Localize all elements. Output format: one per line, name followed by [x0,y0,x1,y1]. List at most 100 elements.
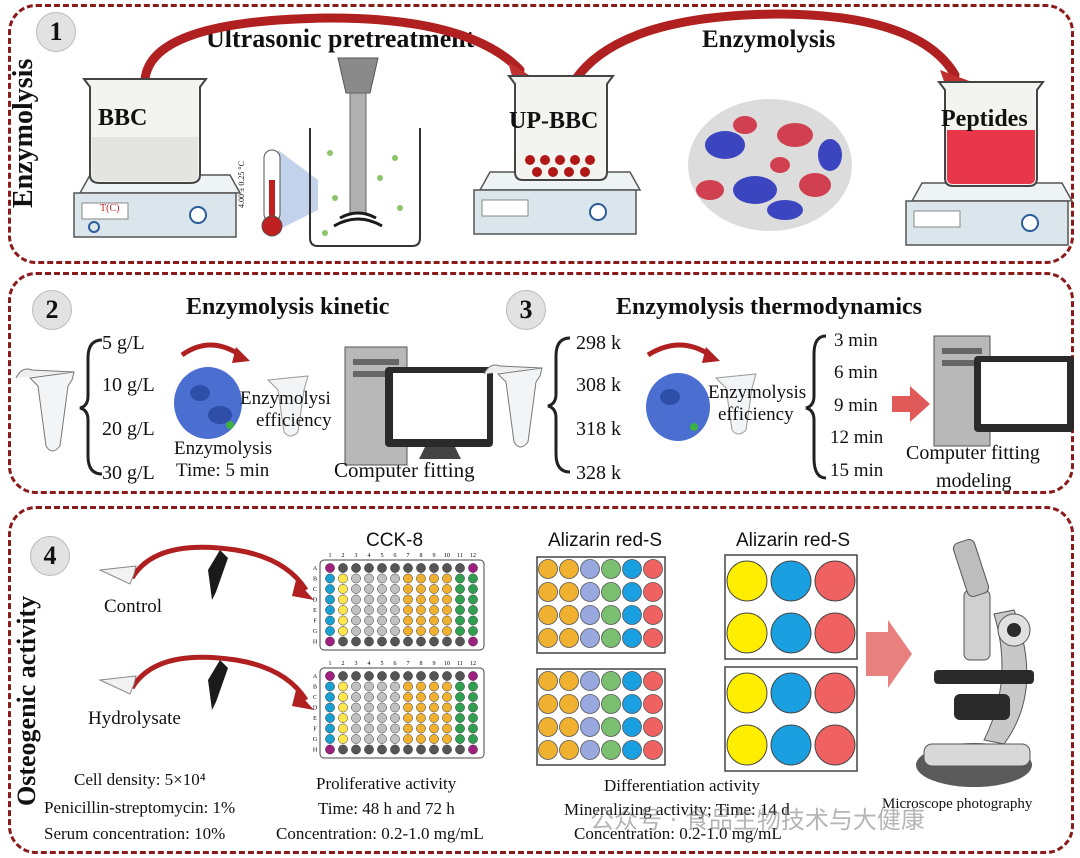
beaker-upbbc: UP-BBC [505,72,617,182]
conc-4: 30 g/L [102,462,155,484]
control-label: Control [104,596,163,617]
plate-well [364,584,374,594]
plate-well [351,702,361,713]
plate-well [403,681,413,692]
plate-well [429,734,439,744]
plate-well [429,605,439,615]
alizarin-well [559,740,579,760]
plate-well [377,671,387,681]
hydrolysate-label: Hydrolysate [88,708,181,729]
plate-well [468,723,478,734]
plate-well [351,563,361,573]
plate-well [364,734,374,744]
brace-times [805,334,827,480]
plate-well [455,723,465,734]
alizarin-well [601,717,621,737]
beaker-bbc: BBC [80,75,210,185]
plate-well [377,692,387,702]
thermo-efficiency-2: efficiency [718,404,794,425]
tube-thermo [483,364,543,448]
plate-well [364,563,374,573]
plate-well [442,563,452,573]
plate-col-label: 7 [407,553,410,559]
alizarin-well [559,559,579,579]
plate-well [364,626,374,636]
alizarin-well [601,605,621,625]
plate-well [325,563,335,573]
plate-well [468,671,478,681]
microscope-label: Microscope photography [882,796,1033,812]
alizarin-well [622,559,642,579]
plate-well [351,573,361,584]
plate-well [455,626,465,636]
plate-well [468,744,478,755]
plate-row-label: D [313,706,318,712]
plate-well [455,744,465,755]
plate-well [429,594,439,605]
alizarin-well [601,628,621,648]
alizarin-large-well [770,672,812,714]
plate-col-label: 12 [470,661,476,667]
step-number-2: 2 [32,290,72,330]
alizarin-well [622,717,642,737]
plate-well [377,702,387,713]
plate-well [338,734,348,744]
plate-col-label: 6 [394,553,397,559]
temp-2: 308 k [576,374,621,396]
time-3: 9 min [834,395,878,416]
thermometer-icon: 4.00 ± 0.25 °C [237,140,318,240]
plate-well [455,692,465,702]
watermark: 公众号 · 食品生物技术与大健康 [590,806,925,834]
plate-well [377,573,387,584]
alizarin-large-well [814,672,856,714]
pipette-hydrolysate [98,654,314,710]
plate-well [351,671,361,681]
stirrer-display: T(C) [100,203,120,214]
kinetic-enzymolysis: Enzymolysis [174,438,273,459]
plate-well [338,702,348,713]
alizarin-large-well [770,612,812,654]
plate-well [377,626,387,636]
plate-col-label: 11 [457,661,463,667]
plate-row-label: F [313,727,317,733]
kinetic-efficiency-2: efficiency [256,410,332,431]
plate-well [429,671,439,681]
computer-icon-kinetic [344,346,493,466]
stirrer-upbbc [470,171,642,237]
alizarin-well [643,717,663,737]
alizarin-well [538,671,558,691]
plate-well [403,573,413,584]
enzyme-blob-thermo [646,342,720,441]
prolif-time: Time: 48 h and 72 h [318,799,455,818]
plate-well [403,636,413,647]
plate-well [416,671,426,681]
plate-col-label: 9 [433,553,436,559]
plate-well [338,626,348,636]
plate-well [468,626,478,636]
plate-well [325,681,335,692]
alizarin-well [622,694,642,714]
plate-well [364,692,374,702]
alizarin-label-1: Alizarin red-S [548,530,663,551]
plate-well [390,702,400,713]
plate-well [377,563,387,573]
alizarin-well [622,582,642,602]
plate-row-label: E [313,608,317,614]
diff-title: Differentiation activity [604,776,760,795]
penicillin: Penicillin-streptomycin: 1% [44,798,236,817]
side-label-osteogenic: Osteogenic activity [12,595,41,806]
plate-well [338,692,348,702]
enzyme-protein-icon [685,95,855,235]
step-enzymolysis-label: Enzymolysis [702,26,836,53]
plate-well [429,702,439,713]
alizarin-well [538,628,558,648]
alizarin-well [601,582,621,602]
alizarin-well [559,694,579,714]
alizarin-large-well [814,560,856,602]
plate-well [416,702,426,713]
plate-well [468,573,478,584]
plate-well [416,573,426,584]
plate-well [429,692,439,702]
